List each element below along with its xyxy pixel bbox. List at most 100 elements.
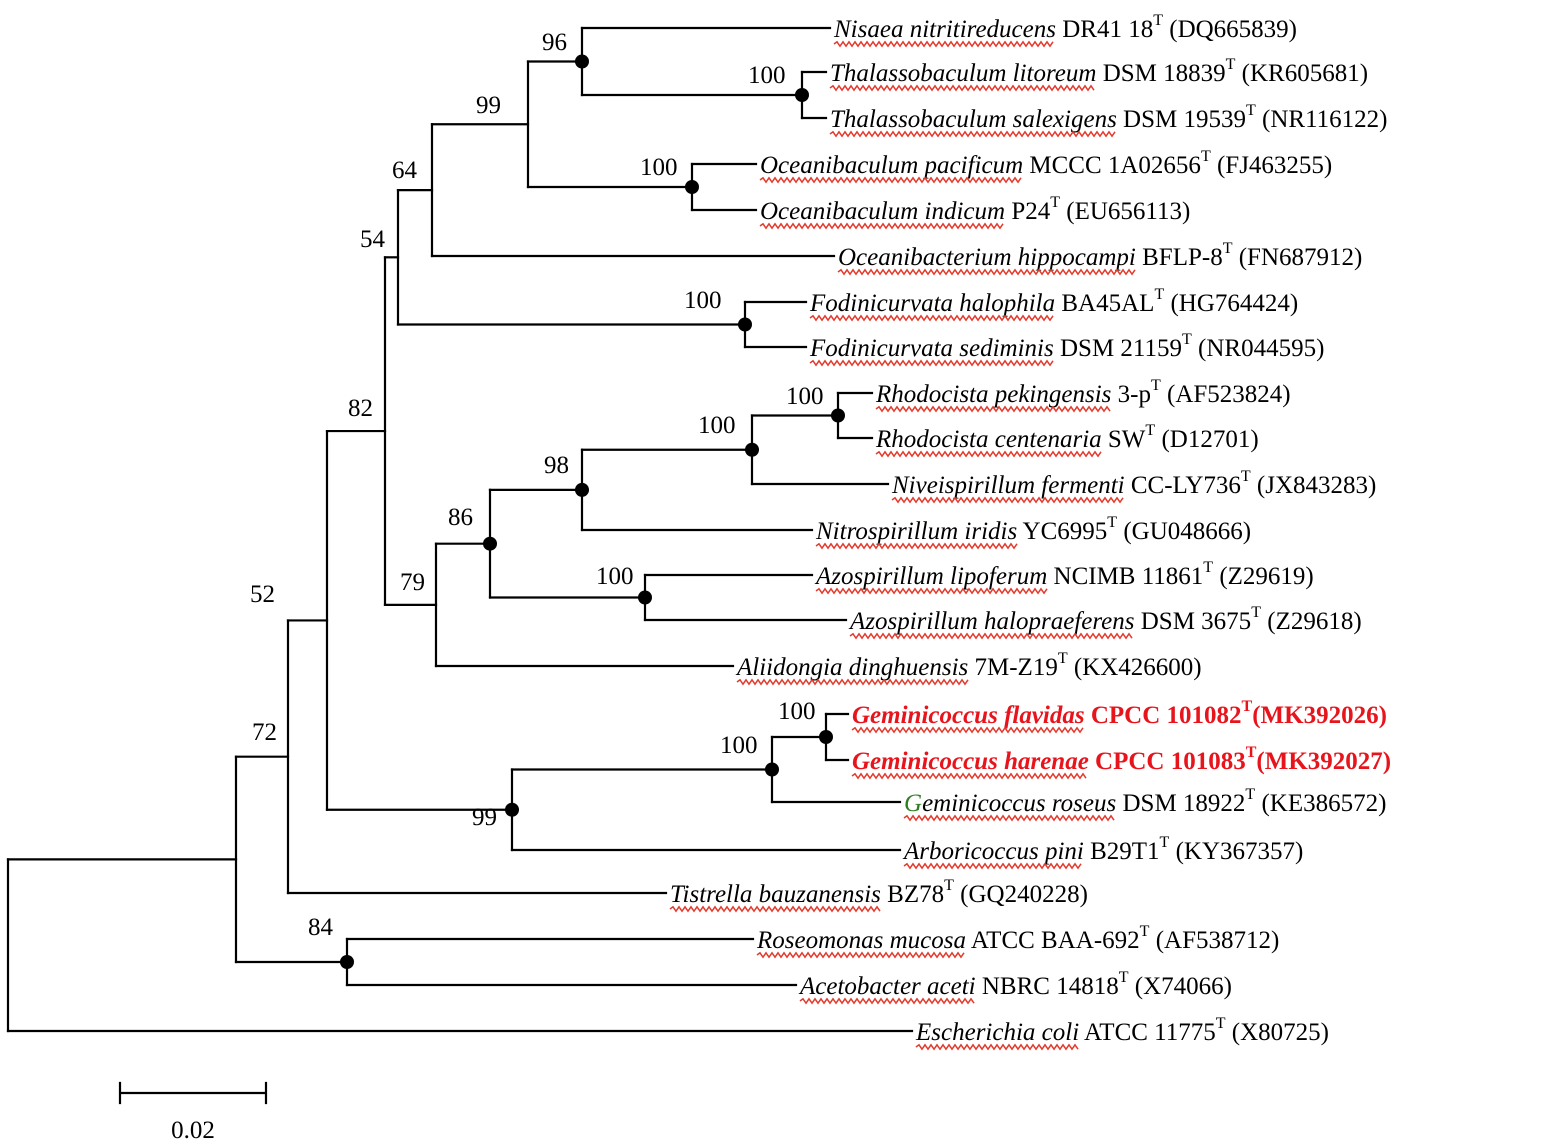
type-strain-superscript: T — [1251, 604, 1261, 621]
accession-number: (KX426600) — [1068, 654, 1202, 681]
species-name: Roseomonas mucosa — [756, 927, 966, 954]
leaf-label-gfla: Geminicoccus flavidas CPCC 101082T(MK392… — [852, 698, 1387, 729]
species-name: Rhodocista pekingensis — [875, 381, 1111, 408]
bootstrap-labels: 9610010099641005410010098100867982100100… — [250, 29, 824, 941]
species-name: Arboricoccus pini — [902, 838, 1084, 865]
bootstrap-value-n_fod: 100 — [684, 287, 722, 314]
accession-number: (AF523824) — [1161, 381, 1291, 408]
spellcheck-underline — [833, 40, 1054, 48]
type-strain-superscript: T — [1216, 1015, 1226, 1032]
bootstrap-value-n_oce: 100 — [640, 154, 678, 181]
genus-initial: G — [904, 790, 922, 817]
bootstrap-value-n_gem_ros: 100 — [720, 732, 758, 759]
species-name: Niveispirillum fermenti — [891, 472, 1125, 499]
spellcheck-underline — [903, 814, 1115, 822]
leaf-label-fhal: Fodinicurvata halophila BA45ALT (HG76442… — [809, 286, 1298, 317]
bootstrap-value-n_thal: 100 — [748, 62, 786, 89]
strain-name: BA45AL — [1055, 290, 1154, 317]
strain-name: DSM 3675 — [1135, 608, 1252, 635]
accession-number: (DQ665839) — [1163, 16, 1297, 43]
strain-name: BFLP-8 — [1136, 244, 1223, 271]
tree-node-markers — [340, 54, 845, 969]
accession-number: (X74066) — [1129, 973, 1232, 1000]
spellcheck-underline — [809, 359, 1054, 367]
type-strain-superscript: T — [1151, 377, 1161, 394]
species-name: Geminicoccus flavidas — [852, 702, 1085, 729]
spellcheck-underline — [829, 84, 1095, 92]
accession-number: (GQ240228) — [954, 881, 1088, 908]
strain-name: P24 — [1005, 198, 1051, 225]
strain-name: B29T1 — [1084, 838, 1160, 865]
spellcheck-underline — [669, 905, 881, 913]
strain-name: NBRC 14818 — [976, 973, 1119, 1000]
node-dot-n_arb — [505, 802, 519, 817]
leaf-label-gros: Geminicoccus roseus DSM 18922T (KE386572… — [904, 786, 1386, 817]
node-dot-n_azo_grp — [483, 536, 497, 551]
type-strain-superscript: T — [1182, 331, 1192, 348]
strain-name: MCCC 1A02656 — [1023, 152, 1201, 179]
bootstrap-value-n_fod_grp: 54 — [360, 226, 386, 253]
bootstrap-value-n_nis_oce: 99 — [476, 92, 501, 119]
spellcheck-underline — [759, 176, 1022, 184]
bootstrap-value-n_ali: 79 — [400, 569, 425, 596]
strain-name: BZ78 — [881, 881, 944, 908]
leaf-label-oind: Oceanibaculum indicum P24T (EU656113) — [760, 194, 1190, 225]
node-dot-n_gem — [819, 730, 833, 744]
spellcheck-underline — [875, 450, 1102, 458]
node-dot-n_gem_ros — [765, 762, 779, 777]
species-name: Thalassobaculum litoreum — [830, 60, 1096, 87]
species-name: Oceanibacterium hippocampi — [838, 244, 1136, 271]
species-name: Geminicoccus harenae — [852, 748, 1089, 775]
leaf-label-opac: Oceanibaculum pacificum MCCC 1A02656T (F… — [760, 148, 1332, 179]
leaf-label-ecol: Escherichia coli ATCC 11775T (X80725) — [915, 1015, 1329, 1046]
species-name: Thalassobaculum salexigens — [830, 106, 1117, 133]
strain-name: YC6995 — [1017, 518, 1107, 545]
type-strain-superscript: T — [1058, 650, 1068, 667]
type-strain-superscript: T — [1107, 514, 1117, 531]
strain-name: DSM 21159 — [1054, 335, 1182, 362]
leaf-label-niri: Nitrospirillum iridis YC6995T (GU048666) — [815, 514, 1251, 545]
type-strain-superscript: T — [1245, 786, 1255, 803]
strain-name: DSM 18839 — [1096, 60, 1225, 87]
species-name: Acetobacter aceti — [798, 973, 976, 1000]
species-name: Oceanibaculum indicum — [760, 198, 1005, 225]
genus-rest: eminicoccus roseus — [922, 790, 1116, 817]
bootstrap-value-n_nis: 96 — [542, 29, 567, 56]
bootstrap-value-n_nit: 98 — [544, 452, 569, 479]
leaf-label-alip: Azospirillum lipoferum NCIMB 11861T (Z29… — [814, 559, 1314, 590]
accession-number: (NR116122) — [1256, 106, 1388, 133]
species-name: Oceanibaculum pacificum — [760, 152, 1023, 179]
accession-number: (D12701) — [1155, 426, 1258, 453]
accession-number: (KY367357) — [1169, 838, 1303, 865]
accession-number: (EU656113) — [1060, 198, 1190, 225]
type-strain-superscript: T — [1145, 422, 1155, 439]
node-dot-n_thal — [795, 88, 809, 102]
strain-name: CPCC 101082 — [1085, 702, 1242, 729]
bootstrap-value-n_gem: 100 — [778, 698, 816, 725]
strain-name: 3-p — [1111, 381, 1151, 408]
type-strain-superscript: T — [1241, 468, 1251, 485]
scale-bar-label: 0.02 — [171, 1117, 215, 1144]
type-strain-superscript: T — [1154, 286, 1164, 303]
species-name: Azospirillum lipoferum — [814, 563, 1047, 590]
accession-number: (FN687912) — [1232, 244, 1362, 271]
species-name: Azospirillum halopraeferens — [848, 608, 1135, 635]
strain-name: 7M-Z19 — [968, 654, 1058, 681]
spellcheck-underline — [849, 632, 1133, 640]
accession-number: (HG764424) — [1164, 290, 1298, 317]
species-name: Nitrospirillum iridis — [815, 518, 1017, 545]
species-name: Aliidongia dinghuensis — [735, 654, 968, 681]
type-strain-superscript: T — [1050, 194, 1060, 211]
spellcheck-underline — [837, 268, 1136, 276]
node-dot-n_fod — [738, 317, 752, 332]
spellcheck-underline — [759, 222, 1004, 230]
node-dot-n_roseo — [340, 955, 354, 969]
species-name: Escherichia coli — [915, 1019, 1079, 1046]
type-strain-superscript: T — [1153, 12, 1163, 29]
node-dot-n_nis — [575, 54, 589, 69]
type-strain-superscript: T — [944, 877, 954, 894]
type-strain-superscript: T — [1246, 744, 1257, 761]
bootstrap-value-n_azo: 100 — [596, 563, 634, 590]
spellcheck-underline — [891, 496, 1124, 504]
